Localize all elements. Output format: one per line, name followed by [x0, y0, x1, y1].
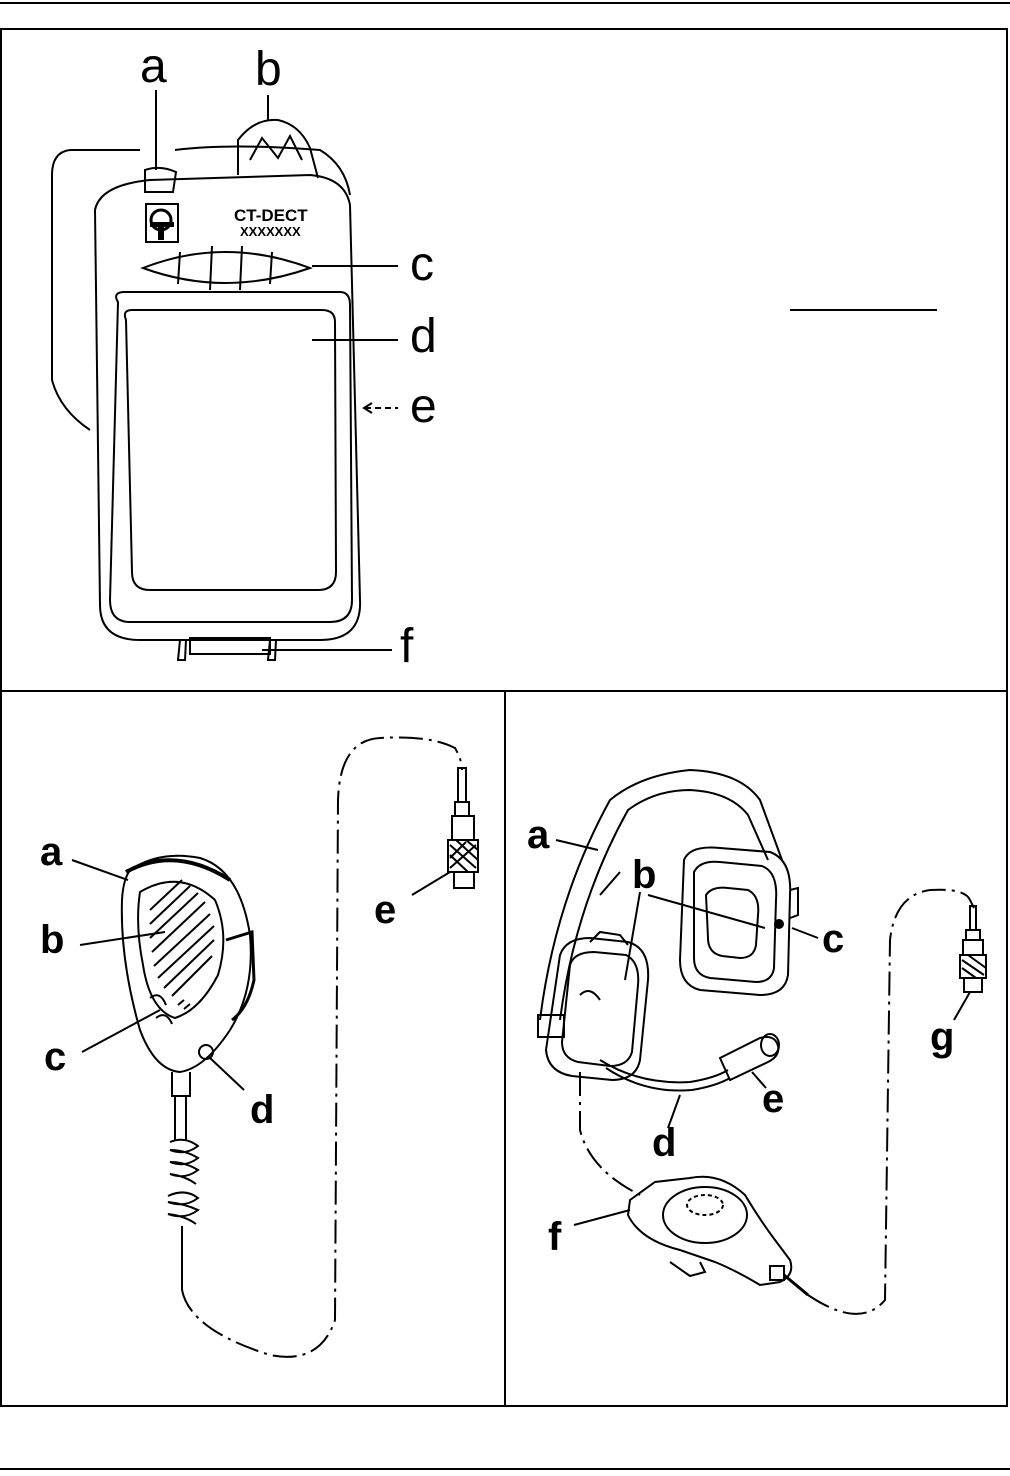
speaker-mic-label-b: b: [40, 918, 64, 962]
headset-label-b: b: [632, 853, 656, 897]
headset-label-a: a: [527, 813, 550, 857]
handset-label-b: b: [255, 43, 282, 96]
handset-leaders: [156, 90, 398, 650]
speaker-mic-label-c: c: [44, 1035, 66, 1079]
speaker-mic-label-a: a: [40, 830, 63, 874]
headset-drawing: [538, 770, 986, 1314]
speaker-mic-label-e: e: [374, 888, 396, 932]
handset-model-text: XXXXXXX: [240, 224, 301, 239]
headset-label-f: f: [548, 1215, 562, 1259]
brand-logo: [146, 204, 178, 242]
handset-label-a: a: [140, 40, 167, 93]
headset-label-c: c: [822, 917, 844, 961]
headset-leaders: [556, 840, 970, 1225]
handset-drawing: [52, 120, 360, 660]
handset-label-f: f: [400, 620, 414, 673]
handset-label-d: d: [410, 310, 437, 363]
handset-label-e: e: [410, 380, 437, 433]
handset-label-c: c: [410, 238, 434, 291]
handset-brand-text: CT-DECT: [234, 206, 308, 225]
headset-label-e: e: [762, 1077, 784, 1121]
headset-label-d: d: [652, 1121, 676, 1165]
speaker-mic-drawing: [122, 737, 478, 1356]
headset-label-g: g: [930, 1015, 954, 1059]
speaker-mic-label-d: d: [250, 1088, 274, 1132]
